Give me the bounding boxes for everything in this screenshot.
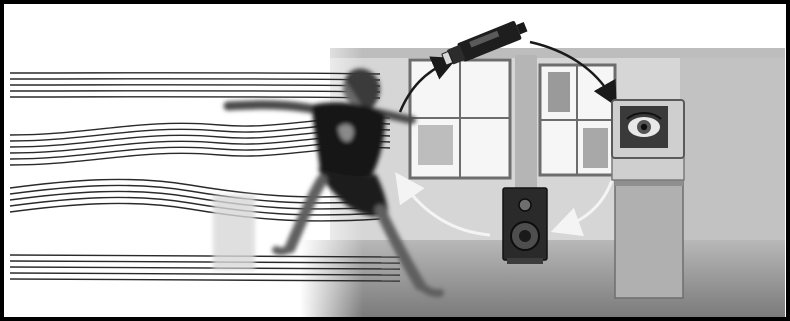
monitor-with-eye-icon	[612, 100, 684, 298]
window-right	[540, 65, 615, 175]
blurred-box	[213, 195, 255, 270]
loudspeaker-icon	[503, 188, 547, 264]
pedestal	[615, 178, 683, 298]
